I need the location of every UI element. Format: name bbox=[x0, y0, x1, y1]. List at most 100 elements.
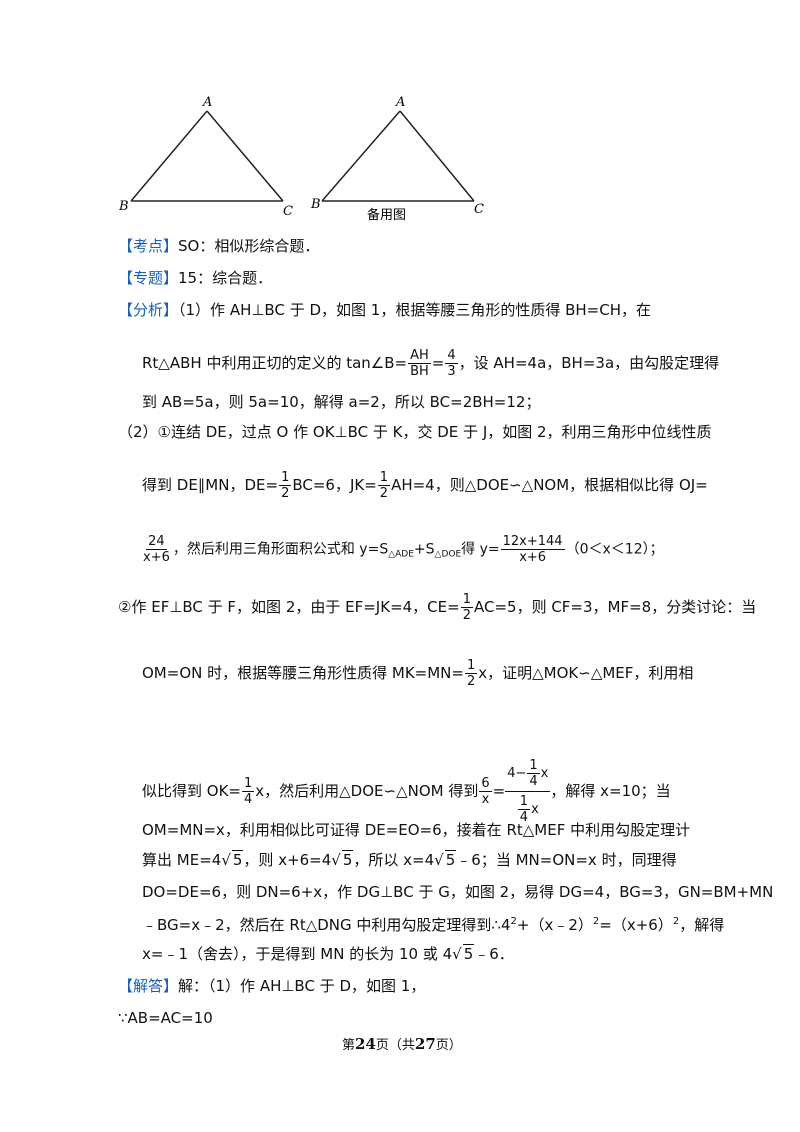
text: 似比得到 OK= bbox=[142, 782, 241, 800]
numerator: AH bbox=[408, 348, 431, 364]
text: 得 y= bbox=[461, 541, 500, 558]
text: ，设 AH=4a，BH=3a，由勾股定理得 bbox=[458, 354, 720, 372]
numerator: 1 bbox=[527, 758, 540, 774]
text: ，然后利用三角形面积公式和 y=S bbox=[172, 541, 389, 558]
numerator: 1 bbox=[517, 794, 531, 810]
text: ，所以 x=4 bbox=[353, 851, 435, 869]
vertex-a: A bbox=[395, 95, 405, 110]
fenxi-line-14: x=﹣1（舍去），于是得到 MN 的长为 10 或 4√5﹣6． bbox=[142, 944, 514, 963]
text: Rt△ABH 中利用正切的定义的 tan∠B= bbox=[142, 354, 408, 372]
fenxi-line-10: OM=MN=x，利用相似比可证得 DE=EO=6，接着在 Rt△MEF 中利用勾… bbox=[142, 820, 690, 840]
denominator: 4 bbox=[243, 792, 253, 807]
text: 页（共 bbox=[375, 1038, 415, 1053]
zhuanti-text: 15：综合题． bbox=[178, 269, 273, 287]
text: 页） bbox=[435, 1038, 462, 1053]
text: 算出 ME=4 bbox=[142, 851, 222, 869]
text: AC=5，则 CF=3，MF=8，分类讨论：当 bbox=[473, 598, 757, 616]
numerator: 1 bbox=[279, 470, 292, 486]
text: 得到 DE∥MN，DE= bbox=[142, 476, 279, 494]
zhuanti-line: 【专题】15：综合题． bbox=[118, 268, 272, 288]
text: +S bbox=[413, 541, 435, 558]
denominator: 2 bbox=[466, 674, 476, 689]
kaodian-line: 【考点】SO：相似形综合题． bbox=[118, 236, 319, 256]
denominator: 2 bbox=[462, 608, 471, 623]
vertex-b: B bbox=[310, 197, 321, 212]
text: OM=ON 时，根据等腰三角形性质得 MK=MN= bbox=[142, 664, 464, 682]
text: （2）①连结 DE，过点 O 作 OK⊥BC 于 K，交 DE 于 J，如图 2… bbox=[118, 423, 712, 441]
superscript: 2 bbox=[510, 916, 517, 927]
figure-caption: 备用图 bbox=[367, 207, 406, 223]
jieda-text: 解：（1）作 AH⊥BC 于 D，如图 1， bbox=[178, 977, 426, 995]
page-number: 24 bbox=[355, 1035, 376, 1053]
text: ②作 EF⊥BC 于 F，如图 2，由于 EF=JK=4，CE= bbox=[118, 598, 460, 616]
denominator: BH bbox=[410, 364, 429, 379]
numerator: 1 bbox=[377, 470, 391, 486]
figure-2: A B C 备用图 bbox=[310, 95, 484, 223]
page-footer: 第24页（共27页） bbox=[342, 1034, 462, 1056]
numerator: 24 bbox=[146, 534, 167, 550]
jieda-tag: 【解答】 bbox=[118, 977, 179, 995]
fenxi-line-11: 算出 ME=4√5，则 x+6=4√5，所以 x=4√5﹣6；当 MN=ON=x… bbox=[142, 850, 677, 869]
numerator: 1 bbox=[460, 592, 473, 608]
triangle-figures: A B C A B C 备用图 bbox=[118, 95, 484, 223]
denominator: x+6 bbox=[143, 550, 170, 565]
radicand: 5 bbox=[444, 850, 457, 869]
text: = bbox=[431, 354, 445, 372]
fenxi-line-13: ﹣BG=x﹣2，然后在 Rt△DNG 中利用勾股定理得到∴42+（x﹣2）2=（… bbox=[142, 912, 724, 935]
text: ﹣6；当 MN=ON=x 时，同理得 bbox=[456, 851, 677, 869]
text: ﹣BG=x﹣2，然后在 Rt△DNG 中利用勾股定理得到∴4 bbox=[142, 916, 511, 934]
denominator: 2 bbox=[281, 486, 290, 501]
fenxi-line-4: （2）①连结 DE，过点 O 作 OK⊥BC 于 K，交 DE 于 J，如图 2… bbox=[118, 422, 712, 442]
text: ，则 x+6=4 bbox=[243, 851, 332, 869]
text: x，证明△MOK∽△MEF，利用相 bbox=[478, 664, 694, 682]
text: ﹣6． bbox=[474, 945, 514, 963]
numerator: 12x+144 bbox=[500, 534, 565, 550]
radicand: 5 bbox=[341, 850, 354, 869]
denominator: 4 bbox=[519, 810, 529, 825]
vertex-c: C bbox=[283, 204, 293, 219]
fenxi-line-1: 【分析】（1）作 AH⊥BC 于 D，如图 1，根据等腰三角形的性质得 BH=C… bbox=[118, 300, 651, 320]
vertex-b: B bbox=[118, 199, 129, 214]
text: x bbox=[540, 765, 549, 781]
fenxi-line-12: DO=DE=6，则 DN=6+x，作 DG⊥BC 于 G，如图 2，易得 DG=… bbox=[142, 882, 773, 902]
superscript: 2 bbox=[672, 916, 680, 927]
radicand: 5 bbox=[231, 850, 244, 869]
text: ，解得 bbox=[679, 916, 725, 934]
fenxi-tag: 【分析】 bbox=[118, 301, 179, 319]
text: ，解得 x=10；当 bbox=[550, 782, 671, 800]
vertex-c: C bbox=[474, 202, 484, 217]
denominator: x bbox=[481, 792, 490, 807]
last-line: ∵AB=AC=10 bbox=[118, 1008, 213, 1028]
vertex-a: A bbox=[202, 95, 212, 110]
fenxi-line-3: 到 AB=5a，则 5a=10，解得 a=2，所以 BC=2BH=12； bbox=[142, 392, 540, 412]
text: AH=4，则△DOE∽△NOM，根据相似比得 OJ= bbox=[391, 476, 708, 494]
text: （1）作 AH⊥BC 于 D，如图 1，根据等腰三角形的性质得 BH=CH，在 bbox=[178, 301, 651, 319]
superscript: 2 bbox=[592, 916, 600, 927]
numerator: 6 bbox=[479, 776, 492, 792]
denominator: 4 bbox=[529, 774, 538, 789]
subscript: △ADE bbox=[388, 549, 414, 560]
numerator: 1 bbox=[241, 776, 255, 792]
text: （0＜x＜12）； bbox=[565, 541, 664, 558]
radicand: 5 bbox=[462, 944, 475, 963]
text: x bbox=[531, 801, 539, 817]
kaodian-tag: 【考点】 bbox=[118, 237, 179, 255]
denominator: 2 bbox=[379, 486, 389, 501]
